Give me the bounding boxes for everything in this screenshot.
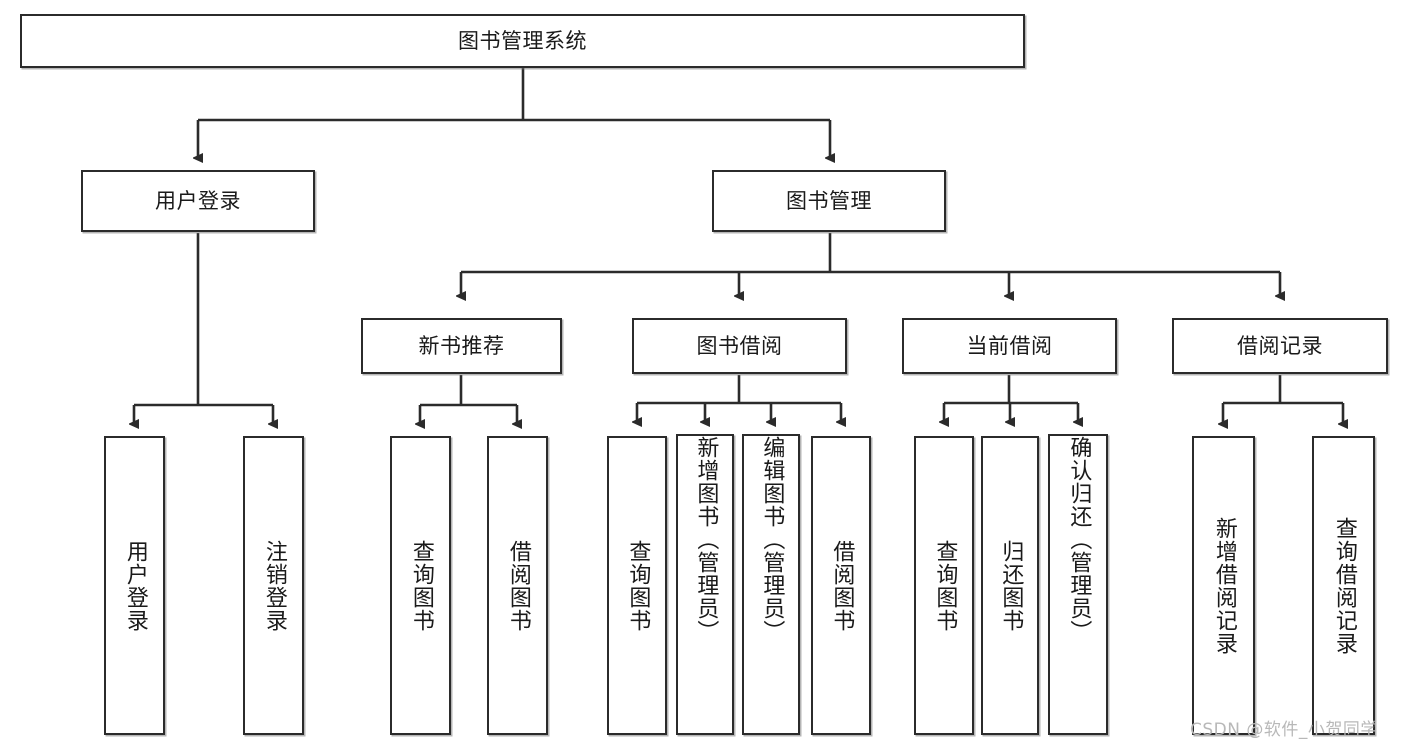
node-book-borrow[interactable]: 图书借阅 bbox=[632, 318, 847, 374]
node-label: 归还图书 bbox=[998, 539, 1024, 632]
node-label: 确认归还（管理员） bbox=[1066, 436, 1092, 643]
node-user-login[interactable]: 用户登录 bbox=[81, 170, 315, 232]
node-current-borrow[interactable]: 当前借阅 bbox=[902, 318, 1117, 374]
node-label: 图书借阅 bbox=[696, 333, 783, 358]
node-label: 新增借阅记录 bbox=[1211, 516, 1237, 655]
node-label: 查询图书 bbox=[932, 539, 958, 632]
leaf-user-login-logout[interactable]: 注销登录 bbox=[243, 436, 304, 735]
node-label: 查询借阅记录 bbox=[1331, 516, 1357, 655]
node-label: 新增图书（管理员） bbox=[693, 436, 719, 643]
leaf-current-borrow-confirm-return[interactable]: 确认归还（管理员） bbox=[1048, 434, 1108, 735]
node-label: 当前借阅 bbox=[966, 333, 1053, 358]
node-label: 查询图书 bbox=[408, 539, 434, 632]
node-label: 用户登录 bbox=[155, 188, 241, 213]
node-label: 借阅图书 bbox=[505, 539, 531, 632]
leaf-current-borrow-query[interactable]: 查询图书 bbox=[914, 436, 974, 735]
node-label: 新书推荐 bbox=[418, 333, 505, 358]
leaf-book-borrow-edit[interactable]: 编辑图书（管理员） bbox=[742, 434, 800, 735]
leaf-user-login-login[interactable]: 用户登录 bbox=[104, 436, 165, 735]
node-label: 借阅图书 bbox=[829, 539, 855, 632]
leaf-new-book-query[interactable]: 查询图书 bbox=[390, 436, 451, 735]
leaf-book-borrow-borrow[interactable]: 借阅图书 bbox=[811, 436, 871, 735]
leaf-borrow-record-add[interactable]: 新增借阅记录 bbox=[1192, 436, 1255, 735]
leaf-book-borrow-add[interactable]: 新增图书（管理员） bbox=[676, 434, 734, 735]
node-root-system[interactable]: 图书管理系统 bbox=[20, 14, 1025, 68]
csdn-watermark: CSDN @软件_小贺同学 bbox=[1190, 720, 1378, 740]
leaf-current-borrow-return[interactable]: 归还图书 bbox=[981, 436, 1039, 735]
node-label: 用户登录 bbox=[122, 539, 148, 632]
leaf-book-borrow-query[interactable]: 查询图书 bbox=[607, 436, 667, 735]
leaf-borrow-record-query[interactable]: 查询借阅记录 bbox=[1312, 436, 1375, 735]
leaf-new-book-borrow[interactable]: 借阅图书 bbox=[487, 436, 548, 735]
node-book-management[interactable]: 图书管理 bbox=[712, 170, 946, 232]
node-label: 图书管理 bbox=[786, 188, 872, 213]
node-label: 编辑图书（管理员） bbox=[759, 436, 785, 643]
node-label: 借阅记录 bbox=[1237, 333, 1323, 358]
node-label: 查询图书 bbox=[625, 539, 651, 632]
node-borrow-record[interactable]: 借阅记录 bbox=[1172, 318, 1388, 374]
node-label: 注销登录 bbox=[261, 539, 287, 632]
node-label: 图书管理系统 bbox=[458, 28, 587, 53]
node-new-book-recommend[interactable]: 新书推荐 bbox=[361, 318, 562, 374]
